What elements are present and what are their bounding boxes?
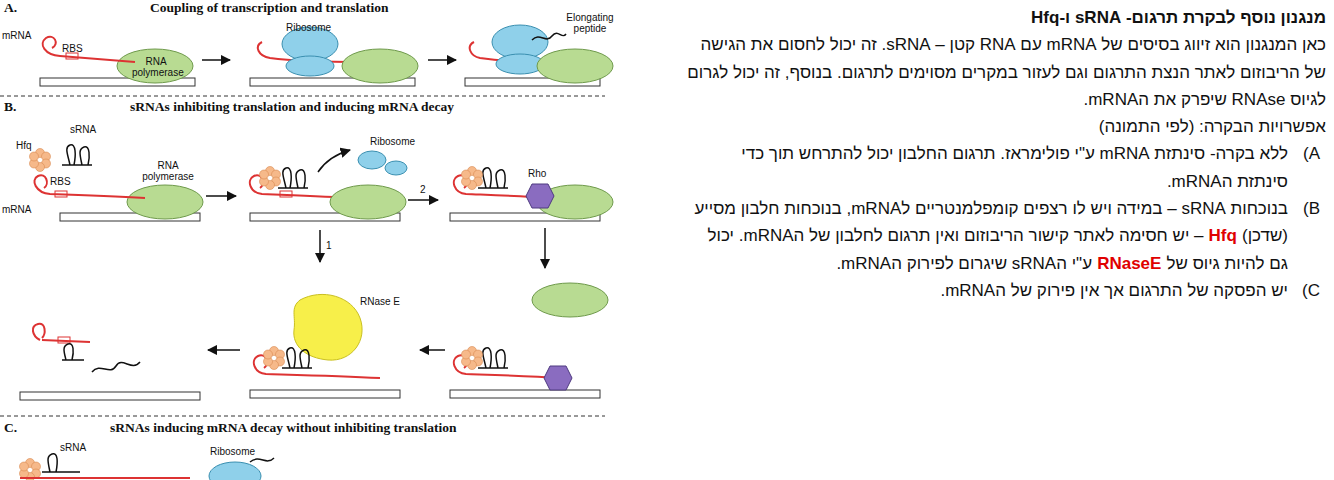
part-label: RNase E bbox=[360, 296, 400, 307]
part-label: RBS bbox=[62, 43, 83, 54]
hebrew-text-column: מנגנון נוסף לבקרת תרגום- sRNA ו-Hfqכאן ה… bbox=[686, 4, 1326, 304]
part-label: RNA polymerase bbox=[132, 56, 180, 78]
highlight-term: RNaseE bbox=[1092, 254, 1161, 273]
panel-heading: sRNAs inhibiting translation and inducin… bbox=[130, 100, 454, 115]
part-label: Elongating peptide bbox=[560, 12, 620, 34]
list-marker: B) bbox=[1303, 195, 1320, 222]
item-text: ע"י הsRNA שיגרום לפירוק הmRNA. bbox=[831, 254, 1092, 273]
part-label: Hfq bbox=[16, 140, 32, 151]
paragraph: אפשרויות הבקרה: (לפי התמונה) bbox=[686, 113, 1326, 140]
panel-heading: Coupling of transcription and translatio… bbox=[150, 1, 389, 16]
part-label: sRNA bbox=[60, 442, 86, 453]
item-text: יש הפסקה של התרגום אך אין פירוק של הmRNA… bbox=[935, 281, 1288, 300]
step-number: 1 bbox=[326, 240, 332, 251]
list-marker: C) bbox=[1302, 277, 1320, 304]
part-label: mRNA bbox=[2, 204, 31, 215]
step-number: 2 bbox=[420, 184, 426, 195]
panel-heading: sRNAs inducing mRNA decay without inhibi… bbox=[110, 421, 457, 436]
part-label: mRNA bbox=[2, 30, 31, 41]
list-item: A) ללא בקרה- סינתזת mRNA ע"י פולימראז. תר… bbox=[686, 140, 1326, 195]
part-label: sRNA bbox=[70, 124, 96, 135]
section-title: מנגנון נוסף לבקרת תרגום- sRNA ו-Hfq bbox=[686, 4, 1326, 31]
panel-letter: A. bbox=[4, 1, 17, 16]
part-label: RBS bbox=[50, 176, 71, 187]
paragraph: כאן המנגנון הוא זיווג בסיסים של mRNA עם … bbox=[686, 31, 1326, 113]
panel-letter: B. bbox=[4, 100, 16, 115]
part-label: Ribosome bbox=[370, 136, 415, 147]
part-label: Ribosome bbox=[286, 22, 331, 33]
list-item: C) יש הפסקה של התרגום אך אין פירוק של הmR… bbox=[686, 277, 1326, 304]
list-item: B)בנוכחות sRNA – במידה ויש לו רצפים קומפ… bbox=[686, 195, 1326, 277]
highlight-term: Hfq bbox=[1203, 226, 1236, 245]
part-label: RNA polymerase bbox=[138, 160, 198, 182]
part-label: Ribosome bbox=[210, 446, 255, 457]
part-label: Rho bbox=[528, 168, 546, 179]
list-marker: A) bbox=[1303, 140, 1320, 167]
panel-letter: C. bbox=[4, 421, 17, 436]
item-text: ללא בקרה- סינתזת mRNA ע"י פולימראז. תרגו… bbox=[741, 144, 1288, 190]
